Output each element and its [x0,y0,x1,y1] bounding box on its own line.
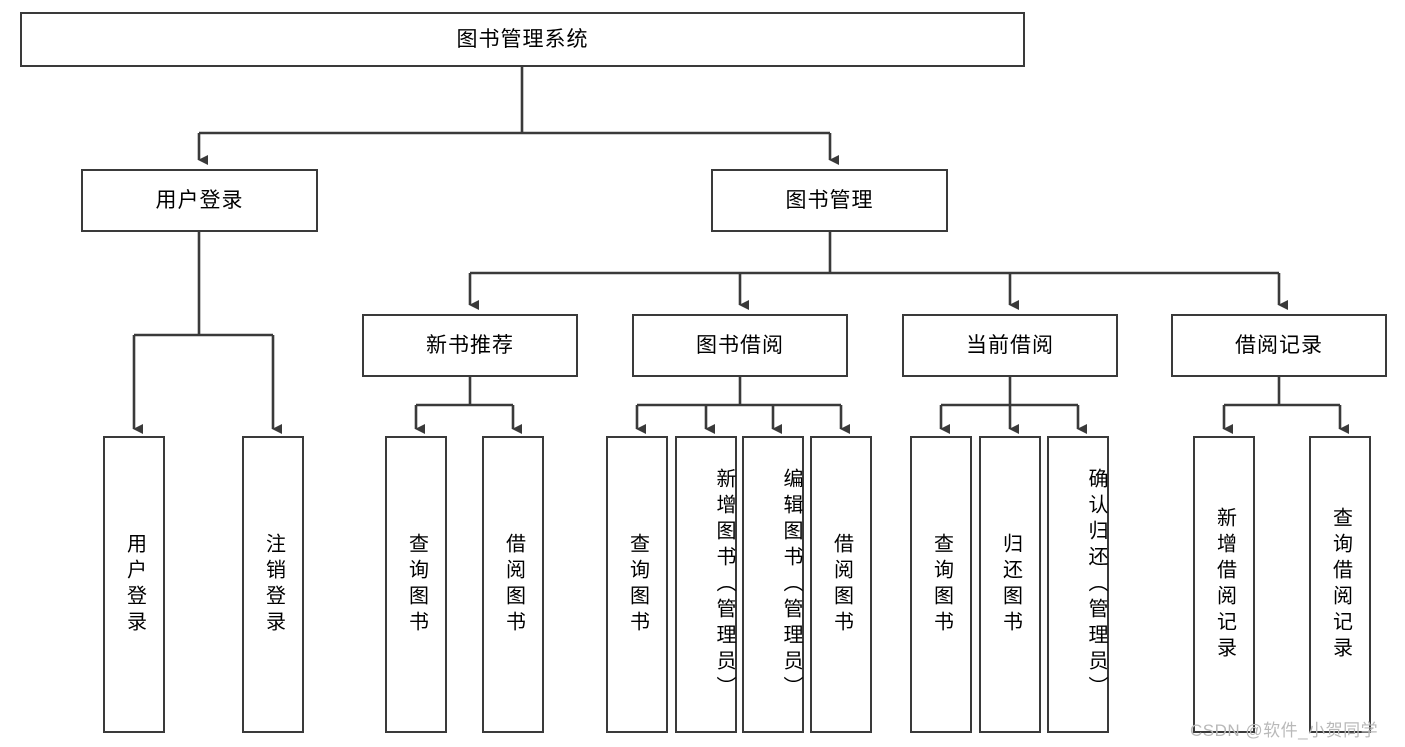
node-label: 用户登录 [155,188,244,212]
leaf-current-confirm-return-admin[interactable]: 确认归还（管理员） [1047,436,1109,733]
node-label: 借阅记录 [1235,333,1323,357]
node-label: 新增图书（管理员） [713,467,735,702]
node-label: 查询借阅记录 [1329,506,1352,663]
node-label: 当前借阅 [966,333,1054,357]
csdn-watermark: CSDN @软件_小贺同学 [1190,721,1379,740]
node-label: 归还图书 [999,532,1022,637]
leaf-borrow-edit-book-admin[interactable]: 编辑图书（管理员） [742,436,804,733]
leaf-recommend-query-book[interactable]: 查询图书 [385,436,447,733]
leaf-current-return-book[interactable]: 归还图书 [979,436,1041,733]
node-book-borrow[interactable]: 图书借阅 [632,314,848,377]
leaf-borrow-query-book[interactable]: 查询图书 [606,436,668,733]
leaf-borrow-add-book-admin[interactable]: 新增图书（管理员） [675,436,737,733]
node-label: 查询图书 [626,532,649,637]
leaf-record-query-record[interactable]: 查询借阅记录 [1309,436,1371,733]
leaf-record-add-record[interactable]: 新增借阅记录 [1193,436,1255,733]
node-label: 图书管理系统 [456,27,589,51]
node-label: 注销登录 [262,532,285,637]
leaf-borrow-borrow-book[interactable]: 借阅图书 [810,436,872,733]
node-borrow-record[interactable]: 借阅记录 [1171,314,1387,377]
node-label: 查询图书 [405,532,428,637]
node-label: 编辑图书（管理员） [780,467,802,702]
node-label: 查询图书 [930,532,953,637]
node-label: 借阅图书 [502,532,525,637]
leaf-user-login-signin[interactable]: 用户登录 [103,436,165,733]
node-label: 图书管理 [785,188,874,212]
node-label: 用户登录 [123,532,146,637]
leaf-user-login-signout[interactable]: 注销登录 [242,436,304,733]
leaf-current-query-book[interactable]: 查询图书 [910,436,972,733]
node-book-management[interactable]: 图书管理 [711,169,948,232]
node-current-borrow[interactable]: 当前借阅 [902,314,1118,377]
node-root-system[interactable]: 图书管理系统 [20,12,1025,67]
node-label: 确认归还（管理员） [1085,467,1107,702]
node-label: 图书借阅 [696,333,784,357]
node-label: 借阅图书 [830,532,853,637]
leaf-recommend-borrow-book[interactable]: 借阅图书 [482,436,544,733]
node-user-login[interactable]: 用户登录 [81,169,318,232]
node-new-book-recommend[interactable]: 新书推荐 [362,314,578,377]
node-label: 新增借阅记录 [1213,506,1236,663]
node-label: 新书推荐 [426,333,514,357]
